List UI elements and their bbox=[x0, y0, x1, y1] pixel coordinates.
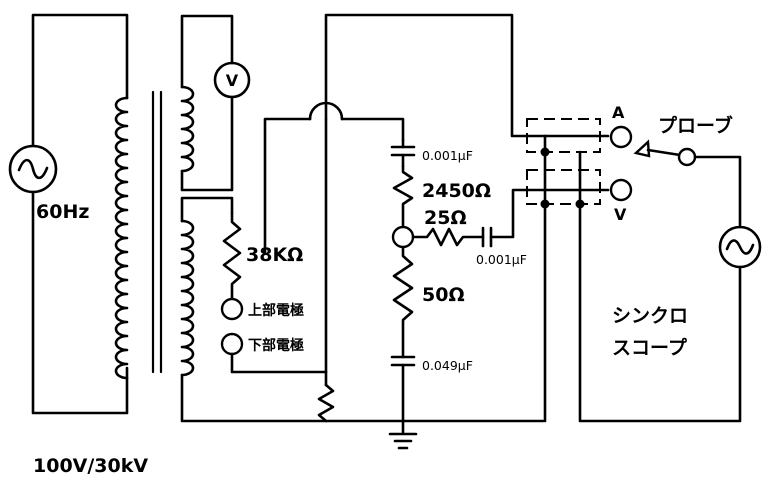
hv-lead-wire bbox=[263, 101, 405, 255]
resistor-25 bbox=[411, 227, 485, 247]
voltmeter-symbol: V bbox=[226, 71, 239, 90]
cap-top-label: 0.001μF bbox=[422, 148, 473, 163]
upper-electrode-terminal bbox=[220, 297, 244, 321]
transformer-primary-coil bbox=[114, 96, 129, 380]
lower-electrode-terminal bbox=[220, 332, 244, 356]
resistor-50-label: 50Ω bbox=[422, 284, 465, 306]
transformer-rating-label: 100V/30kV bbox=[33, 455, 148, 477]
lower-electrode-wire bbox=[230, 352, 328, 374]
capacitor-top bbox=[390, 138, 416, 168]
transformer-core bbox=[151, 90, 163, 374]
voltmeter-icon: V bbox=[213, 61, 251, 99]
cap-side-label: 0.001μF bbox=[476, 252, 527, 267]
oscilloscope-label-line1: シンクロ bbox=[612, 305, 688, 327]
oscilloscope-icon bbox=[718, 225, 762, 269]
bottom-resistor bbox=[317, 383, 335, 423]
capacitor-side bbox=[481, 188, 547, 248]
resistor-2450-label: 2450Ω bbox=[422, 180, 491, 202]
ac-source-icon bbox=[8, 144, 58, 194]
ac-source-loop bbox=[31, 13, 129, 415]
resistor-50 bbox=[392, 245, 414, 359]
resistor-2450 bbox=[392, 164, 414, 229]
cap-bottom-label: 0.049μF bbox=[422, 358, 473, 373]
lower-electrode-label: 下部電極 bbox=[248, 337, 304, 354]
resistor-38k bbox=[222, 211, 242, 301]
terminal-v-label: V bbox=[614, 205, 627, 224]
upper-electrode-label: 上部電極 bbox=[248, 302, 304, 319]
oscilloscope-label-line2: スコープ bbox=[612, 336, 688, 359]
switch-block bbox=[526, 118, 742, 423]
probe-label: プローブ bbox=[658, 114, 733, 137]
ground-icon bbox=[388, 432, 418, 450]
terminal-a-label: A bbox=[612, 103, 625, 122]
resistor-25-label: 25Ω bbox=[424, 207, 467, 229]
secondary-winding bbox=[180, 196, 545, 423]
source-frequency-label: 60Hz bbox=[36, 201, 89, 223]
return-wire bbox=[317, 13, 547, 423]
divider-tap-terminal bbox=[391, 225, 415, 249]
terminal-v bbox=[609, 178, 633, 202]
resistor-38k-label: 38KΩ bbox=[246, 244, 303, 266]
voltmeter-winding bbox=[180, 14, 234, 192]
probe-icon bbox=[633, 139, 742, 229]
terminal-a bbox=[609, 125, 633, 149]
capacitor-bottom bbox=[390, 355, 416, 434]
